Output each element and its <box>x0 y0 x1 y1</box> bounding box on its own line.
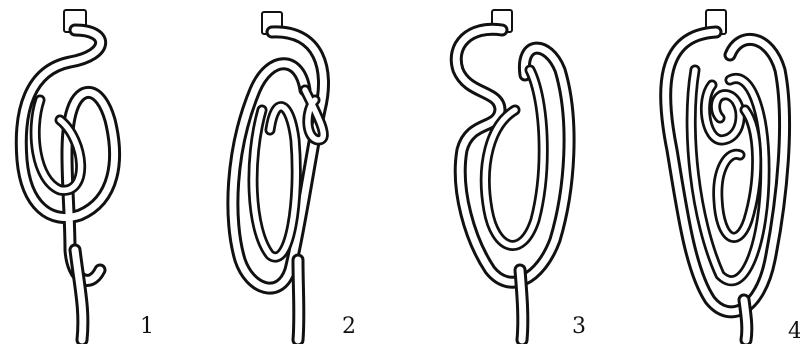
panel-1-label: 1 <box>140 314 154 339</box>
panel-2: 2 <box>233 12 356 340</box>
panel-3-coil <box>456 29 569 340</box>
panel-4: 4 <box>666 10 800 344</box>
panel-1: 1 <box>21 10 154 340</box>
panel-4-coil <box>666 32 785 340</box>
panel-4-label: 4 <box>788 319 800 344</box>
panel-2-label: 2 <box>342 314 356 339</box>
panel-1-coil <box>21 30 114 340</box>
panel-3: 3 <box>456 10 586 340</box>
panel-2-coil <box>233 32 324 340</box>
panel-3-label: 3 <box>572 314 586 339</box>
